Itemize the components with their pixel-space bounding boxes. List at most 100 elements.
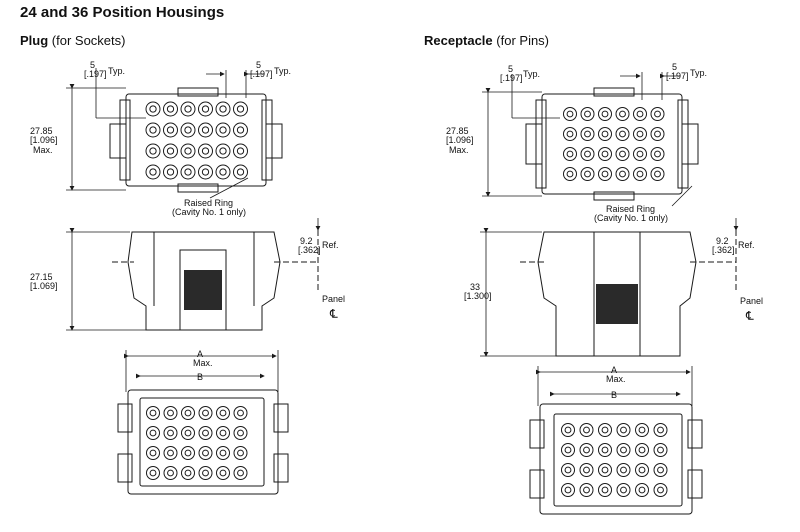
receptacle-bottom-labels: A Max. B bbox=[606, 365, 626, 400]
plug-front-labels: 5 [.197] Typ. 5 [.197] Typ. 27.85 [1.096… bbox=[30, 60, 291, 217]
cavity-ring bbox=[653, 423, 668, 437]
cavity-ring bbox=[653, 443, 668, 457]
plug-callout-2: (Cavity No. 1 only) bbox=[172, 207, 246, 217]
cavity-pin bbox=[149, 449, 157, 457]
cavity-ring bbox=[216, 446, 230, 460]
rec-pitch-in: [.197] bbox=[500, 73, 523, 83]
cavity-pin bbox=[564, 426, 572, 434]
cavity-pin bbox=[201, 126, 210, 134]
plug-bottom-dimensions bbox=[124, 350, 279, 392]
cavity-ring bbox=[145, 164, 161, 180]
cavity-ring bbox=[163, 466, 178, 480]
cavity-ring bbox=[215, 122, 231, 138]
cavity-ring bbox=[163, 164, 178, 180]
cavity-ring bbox=[633, 167, 647, 181]
plug-heading-note: (for Sockets) bbox=[51, 33, 126, 48]
receptacle-side-view bbox=[520, 230, 737, 357]
cavity-pin bbox=[564, 486, 572, 494]
cavity-ring bbox=[233, 446, 248, 460]
cavity-ring bbox=[580, 147, 595, 161]
cavity-ring bbox=[598, 127, 612, 141]
plug-pitch2-in: [.197] bbox=[250, 69, 273, 79]
receptacle-front-labels: 5 [.197] Typ. 5 [.197] Typ. 27.85 [1.096… bbox=[446, 62, 707, 223]
cavity-pin bbox=[566, 130, 574, 138]
cavity-pin bbox=[657, 446, 664, 454]
cavity-pin bbox=[184, 429, 192, 437]
cavity-pin bbox=[601, 446, 609, 454]
cavity-pin bbox=[638, 426, 646, 434]
cavity-ring bbox=[233, 426, 248, 440]
cavity-ring bbox=[233, 406, 248, 420]
cavity-ring bbox=[615, 127, 630, 141]
cavity-pin bbox=[638, 446, 646, 454]
cavity-ring bbox=[145, 143, 161, 159]
rec-ref-mm: 9.2 bbox=[716, 236, 729, 246]
plug-heading: Plug (for Sockets) bbox=[20, 33, 125, 48]
cavity-pin bbox=[202, 429, 209, 437]
cavity-ring bbox=[181, 466, 195, 480]
plug-height-suffix: Max. bbox=[33, 145, 53, 155]
cavity-ring bbox=[616, 443, 631, 457]
cavity-pin bbox=[167, 449, 174, 457]
cavity-pin bbox=[149, 469, 157, 477]
cavity-pin bbox=[620, 446, 627, 454]
cavity-ring bbox=[563, 147, 577, 161]
cavity-ring bbox=[598, 483, 612, 497]
cavity-ring bbox=[198, 101, 213, 117]
cavity-ring bbox=[198, 426, 213, 440]
cavity-pin bbox=[584, 150, 591, 158]
rec-pitch2-in: [.197] bbox=[666, 71, 689, 81]
plug-grip bbox=[184, 270, 222, 310]
cavity-pin bbox=[566, 110, 574, 118]
cavity-ring bbox=[146, 426, 160, 440]
page-title: 24 and 36 Position Housings bbox=[20, 4, 225, 21]
cavity-pin bbox=[636, 130, 644, 138]
cavity-ring bbox=[181, 446, 195, 460]
cavity-pin bbox=[184, 469, 192, 477]
cavity-ring bbox=[561, 443, 575, 457]
cavity-pin bbox=[636, 110, 644, 118]
cavity-ring bbox=[579, 443, 594, 457]
cavity-ring bbox=[233, 466, 248, 480]
plug-side-slot bbox=[179, 249, 227, 331]
cavity-pin bbox=[657, 466, 664, 474]
cavity-ring bbox=[650, 107, 665, 121]
rec-height-suffix: Max. bbox=[449, 145, 469, 155]
cavity-ring bbox=[215, 164, 231, 180]
rec-side-in: [1.300] bbox=[464, 291, 492, 301]
cavity-pin bbox=[166, 147, 175, 155]
cavity-pin bbox=[219, 469, 227, 477]
plug-heading-label: Plug bbox=[20, 33, 49, 48]
cavity-pin bbox=[184, 168, 192, 176]
cavity-ring bbox=[635, 423, 649, 437]
cavity-pin bbox=[566, 170, 574, 178]
cavity-ring bbox=[163, 406, 178, 420]
cavity-ring bbox=[653, 463, 668, 477]
cavity-ring bbox=[615, 167, 630, 181]
rec-height-mm: 27.85 bbox=[446, 126, 469, 136]
rec-dim-a: A bbox=[611, 365, 617, 375]
plug-bottom-labels: A Max. B bbox=[193, 349, 213, 382]
cavity-pin bbox=[219, 147, 227, 155]
rec-pitch2-mm: 5 bbox=[672, 62, 677, 72]
cavity-ring bbox=[616, 483, 631, 497]
cavity-pin bbox=[584, 170, 591, 178]
cavity-ring bbox=[580, 127, 595, 141]
receptacle-heading: Receptacle (for Pins) bbox=[424, 33, 549, 48]
plug-pitch-in: [.197] bbox=[84, 69, 107, 79]
plug-callout-1: Raised Ring bbox=[184, 198, 233, 208]
rec-callout-2: (Cavity No. 1 only) bbox=[594, 213, 668, 223]
cavity-ring bbox=[198, 164, 213, 180]
cavity-ring bbox=[580, 167, 595, 181]
cavity-ring bbox=[180, 143, 196, 159]
cavity-ring bbox=[598, 147, 612, 161]
plug-ref-suffix: Ref. bbox=[322, 240, 339, 250]
rec-pitch-mm: 5 bbox=[508, 64, 513, 74]
cavity-ring bbox=[579, 463, 594, 477]
plug-side-mm: 27.15 bbox=[30, 272, 53, 282]
cavity-pin bbox=[149, 147, 157, 155]
cavity-ring bbox=[216, 466, 230, 480]
cavity-pin bbox=[166, 126, 175, 134]
cavity-ring bbox=[650, 147, 665, 161]
